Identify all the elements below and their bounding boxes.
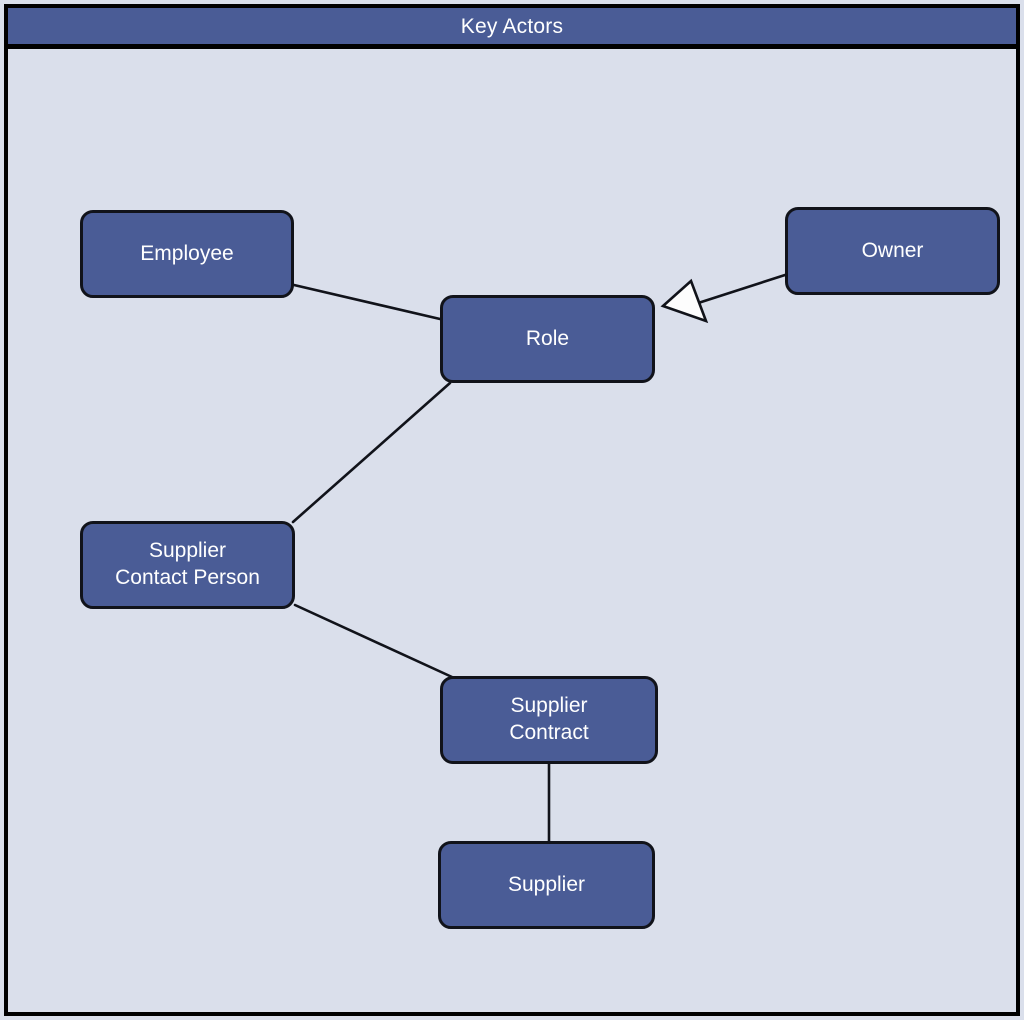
node-owner[interactable]: Owner bbox=[785, 207, 1000, 295]
node-supplier-label: Supplier bbox=[507, 872, 586, 896]
node-supplier-contract-label: Supplier Contract bbox=[509, 694, 589, 744]
node-supplier[interactable]: Supplier bbox=[438, 841, 655, 929]
diagram-title-bar: Key Actors bbox=[4, 4, 1020, 49]
node-supplier-contact-person-label: Supplier Contact Person bbox=[115, 539, 260, 589]
node-role-label: Role bbox=[525, 326, 570, 350]
node-owner-label: Owner bbox=[861, 238, 924, 262]
page-title: Key Actors bbox=[460, 14, 564, 38]
node-employee[interactable]: Employee bbox=[80, 210, 294, 298]
node-supplier-contact-person[interactable]: Supplier Contact Person bbox=[80, 521, 295, 609]
node-role[interactable]: Role bbox=[440, 295, 655, 383]
node-supplier-contract[interactable]: Supplier Contract bbox=[440, 676, 658, 764]
node-employee-label: Employee bbox=[140, 241, 234, 265]
